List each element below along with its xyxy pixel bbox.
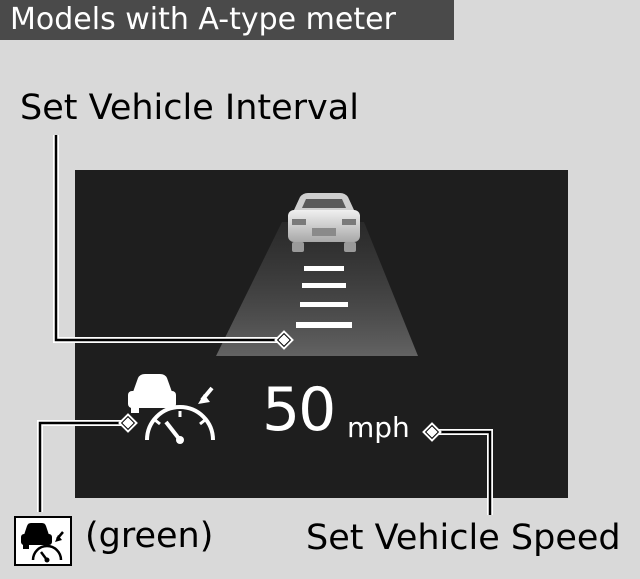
set-vehicle-interval-label: Set Vehicle Interval xyxy=(20,88,359,128)
set-speed-unit: mph xyxy=(347,411,410,444)
interval-bar xyxy=(296,322,352,328)
interval-bar xyxy=(304,266,344,271)
road-lane xyxy=(216,222,418,356)
car-speedometer-icon xyxy=(128,374,215,444)
interval-bar xyxy=(302,283,346,288)
set-speed-value: 50 xyxy=(262,375,336,445)
indicator-icon-legend xyxy=(14,516,72,566)
interval-leader-line xyxy=(53,135,294,350)
header-tag: Models with A-type meter xyxy=(0,0,454,40)
speed-leader-line xyxy=(422,422,493,515)
interval-bar xyxy=(300,302,348,307)
indicator-leader-line xyxy=(37,413,138,512)
set-vehicle-speed-label: Set Vehicle Speed xyxy=(306,518,621,558)
car-speedometer-icon xyxy=(21,523,64,563)
interval-bars xyxy=(296,266,352,328)
indicator-color-label: (green) xyxy=(85,516,214,556)
lead-car-icon xyxy=(288,193,360,252)
